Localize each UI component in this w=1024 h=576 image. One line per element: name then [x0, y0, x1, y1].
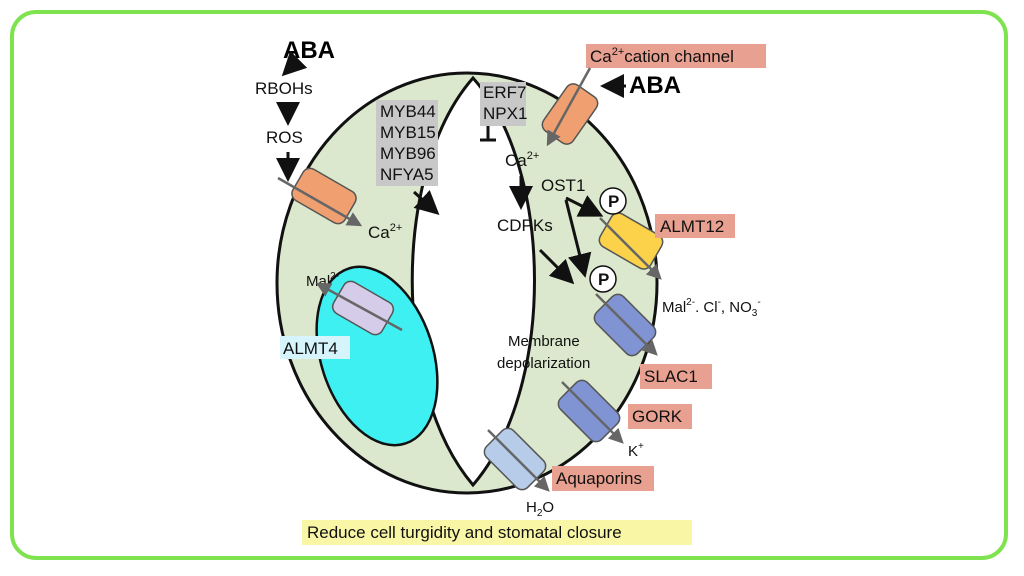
slac1-label: SLAC1 — [644, 367, 698, 386]
caption: Reduce cell turgidity and stomatal closu… — [307, 523, 622, 542]
inhibition-arrow — [480, 126, 496, 142]
cdpks-label: CDPKs — [497, 216, 553, 235]
almt12-label: ALMT12 — [660, 217, 724, 236]
phosphate-label-2: P — [598, 270, 609, 289]
aquaporin-channel — [483, 427, 550, 492]
calcium-label-right: Ca2+ — [505, 150, 539, 170]
npx1-label: NPX1 — [483, 104, 527, 123]
almt12-channel — [598, 212, 664, 280]
erf7-label: ERF7 — [483, 83, 526, 102]
phosphate-marker-slac1 — [589, 265, 617, 293]
transcription-factor-list: MYB44 MYB15 MYB96 NFYA5 — [376, 100, 438, 186]
depolarization-label: depolarization — [497, 355, 590, 372]
calcium-cation-channel-label: Ca2+cation channel — [590, 46, 734, 66]
phosphate-marker-almt12 — [599, 187, 627, 215]
ion-efflux-label: Mal2-. Cl-, NO3- — [662, 297, 761, 319]
rbohs-label: RBOHs — [255, 79, 313, 98]
calcium-label-left: Ca2+ — [368, 222, 402, 242]
potassium-label: K+ — [628, 441, 644, 460]
aquaporins-label: Aquaporins — [556, 469, 642, 488]
water-label: H2O — [526, 499, 554, 519]
tf-nfya5: NFYA5 — [380, 165, 434, 184]
membrane-label: Membrane — [508, 333, 580, 350]
almt4-channel — [315, 280, 403, 336]
gork-label: GORK — [632, 407, 683, 426]
calcium-cation-channel — [541, 67, 599, 147]
aba-label-left: ABA — [283, 37, 335, 64]
tf-myb96: MYB96 — [380, 144, 436, 163]
phosphate-label-1: P — [608, 192, 619, 211]
tf-myb15: MYB15 — [380, 123, 436, 142]
diagram-frame — [10, 10, 1008, 560]
almt4-label: ALMT4 — [283, 339, 338, 358]
gork-channel — [557, 379, 624, 444]
ros-label: ROS — [266, 128, 303, 147]
aba-label-right: ABA — [629, 72, 681, 99]
calcium-channel-left — [277, 167, 363, 227]
tf-myb44: MYB44 — [380, 102, 436, 121]
ost1-label: OST1 — [541, 176, 585, 195]
slac1-channel — [593, 293, 658, 357]
